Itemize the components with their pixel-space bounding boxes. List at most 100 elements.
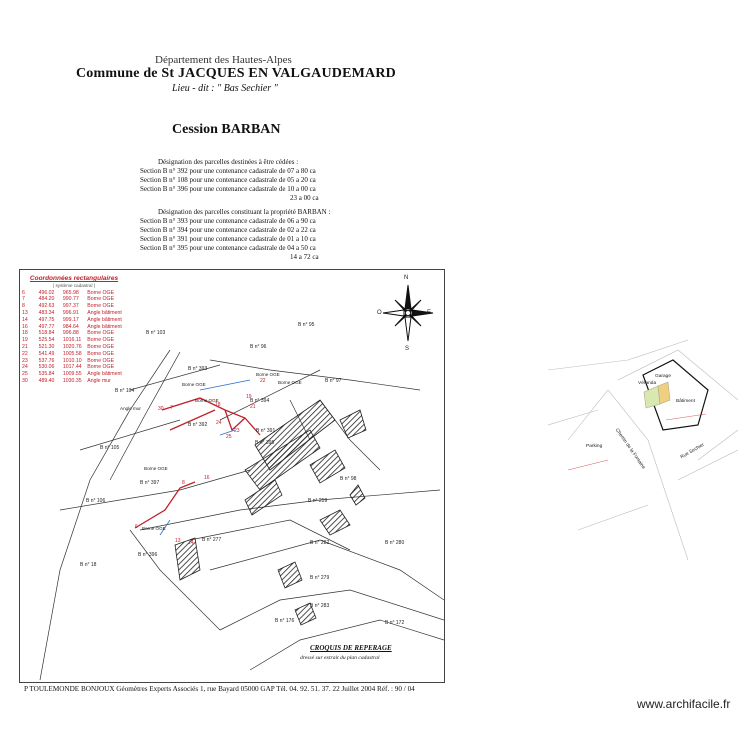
point-number: 16 — [204, 475, 210, 481]
point-id: 30 — [22, 377, 28, 384]
x-value: 497.75 — [38, 316, 55, 323]
parcel-label: B n° 392 — [188, 422, 208, 428]
parcel-label: B n° 18 — [80, 562, 97, 568]
parcel-label: B n° 96 — [250, 344, 267, 350]
lieu-dit: Lieu - dit : " Bas Sechier " — [172, 83, 278, 94]
point-id: 14 — [22, 316, 28, 323]
designation-property-line: Section B n° 395 pour une contenance cad… — [140, 244, 316, 252]
y-value: 1009.55 — [62, 371, 82, 378]
parcel-label: B n° 282 — [310, 540, 330, 546]
compass-east: E — [427, 310, 432, 316]
point-type: Angle bâtiment — [87, 316, 122, 323]
departement-heading: Département des Hautes-Alpes — [155, 54, 292, 66]
x-value: 521.30 — [38, 343, 55, 350]
croquis-subtitle: dressé sur extrait du plan cadastral — [300, 655, 380, 661]
marker-label: Borne OGE — [195, 398, 219, 403]
compass-west: O — [377, 310, 382, 316]
designation-ceded-line: Section B n° 396 pour une contenance cad… — [140, 185, 316, 193]
x-value: 518.84 — [38, 330, 55, 337]
marker-label: Borne OGE — [142, 526, 166, 531]
parcel-label: B n° 97 — [325, 378, 342, 384]
marker-label: Borne OGE — [182, 382, 206, 387]
point-type: Angle mur — [87, 377, 111, 384]
watermark: www.archifacile.fr — [637, 697, 731, 711]
y-value: 999.17 — [62, 316, 79, 323]
designation-property-line: Section B n° 393 pour une contenance cad… — [140, 217, 316, 225]
coordinates-table: Coordonnées rectangulaires ( système cad… — [22, 275, 126, 385]
point-id: 24 — [22, 364, 28, 371]
point-id: 18 — [22, 330, 28, 337]
y-value: 996.91 — [62, 309, 79, 316]
point-id: 21 — [22, 343, 28, 350]
designation-property-line: Section B n° 394 pour une contenance cad… — [140, 226, 316, 234]
parcel-label: B n° 106 — [86, 498, 106, 504]
parcel-label: B n° 172 — [385, 620, 405, 626]
point-type: Borne OGE — [87, 337, 115, 344]
point-type: Borne OGE — [87, 303, 115, 310]
point-number: 22 — [260, 378, 266, 384]
x-value: 497.77 — [38, 323, 55, 330]
point-type: Angle bâtiment — [87, 371, 122, 378]
designation-property-total: 14 a 72 ca — [290, 253, 319, 261]
x-value: 530.06 — [38, 364, 55, 371]
point-number: 7 — [170, 405, 173, 411]
coordinates-subtitle: ( système cadastral ) — [52, 282, 96, 288]
x-value: 489.40 — [38, 377, 55, 384]
coordinates-title: Coordonnées rectangulaires — [29, 275, 119, 282]
point-number: 19 — [246, 394, 252, 400]
y-value: 990.77 — [62, 296, 79, 303]
point-type: Borne OGE — [87, 350, 115, 357]
compass-south: S — [405, 346, 410, 352]
point-id: 22 — [22, 350, 28, 357]
marker-label: Borne OGE — [278, 380, 302, 385]
designation-property-line: Section B n° 391 pour une contenance cad… — [140, 235, 316, 243]
point-id: 7 — [22, 296, 25, 303]
marker-label: Borne OGE — [256, 372, 280, 377]
point-number: 6 — [135, 524, 138, 530]
parcel-label: B n° 283 — [310, 603, 330, 609]
point-type: Borne OGE — [87, 289, 115, 296]
y-value: 1020.76 — [62, 343, 82, 350]
building-plan: Véranda Garage Bâtiment Parking Chemin d… — [547, 330, 739, 561]
commune-heading: Commune de St JACQUES EN VALGAUDEMARD — [76, 66, 396, 81]
marker-label: Borne OGE — [144, 466, 168, 471]
y-value: 1010.10 — [62, 357, 82, 364]
coordinate-row: 30 489.40 1030.35 Angle mur — [22, 378, 126, 385]
point-number: 24 — [216, 420, 222, 426]
point-type: Borne OGE — [87, 343, 115, 350]
point-id: 25 — [22, 371, 28, 378]
parcel-label: B n° 259 — [308, 498, 328, 504]
plan-label-garage: Garage — [655, 374, 671, 379]
coordinate-row: 14 497.75 999.17 Angle bâtiment — [22, 317, 126, 324]
y-value: 1030.35 — [62, 377, 82, 384]
y-value: 1017.44 — [62, 364, 82, 371]
plan-label-batiment: Bâtiment — [676, 399, 695, 404]
parcel-label: B n° 95 — [298, 322, 315, 328]
parcel-label: B n° 98 — [340, 476, 357, 482]
point-id: 23 — [22, 357, 28, 364]
y-value: 997.37 — [62, 303, 79, 310]
parcel-label: B n° 393 — [188, 366, 208, 372]
designation-ceded: Désignation des parcelles destinées à êt… — [140, 158, 316, 194]
parcel-label: B n° 395 — [255, 440, 275, 446]
plan-label-parking: Parking — [586, 444, 603, 449]
point-number: 25 — [226, 434, 232, 440]
cadastral-map-drawing — [39, 284, 444, 681]
y-value: 984.64 — [62, 323, 79, 330]
x-value: 541.49 — [38, 350, 55, 357]
point-number: 21 — [250, 404, 256, 410]
plan-label-veranda: Véranda — [638, 381, 657, 386]
parcel-label: B n° 397 — [140, 480, 160, 486]
point-number: 14 — [188, 540, 194, 546]
parcel-label: B n° 104 — [115, 388, 135, 394]
x-value: 537.76 — [38, 357, 55, 364]
designation-property: Désignation des parcelles constituant la… — [140, 208, 330, 253]
